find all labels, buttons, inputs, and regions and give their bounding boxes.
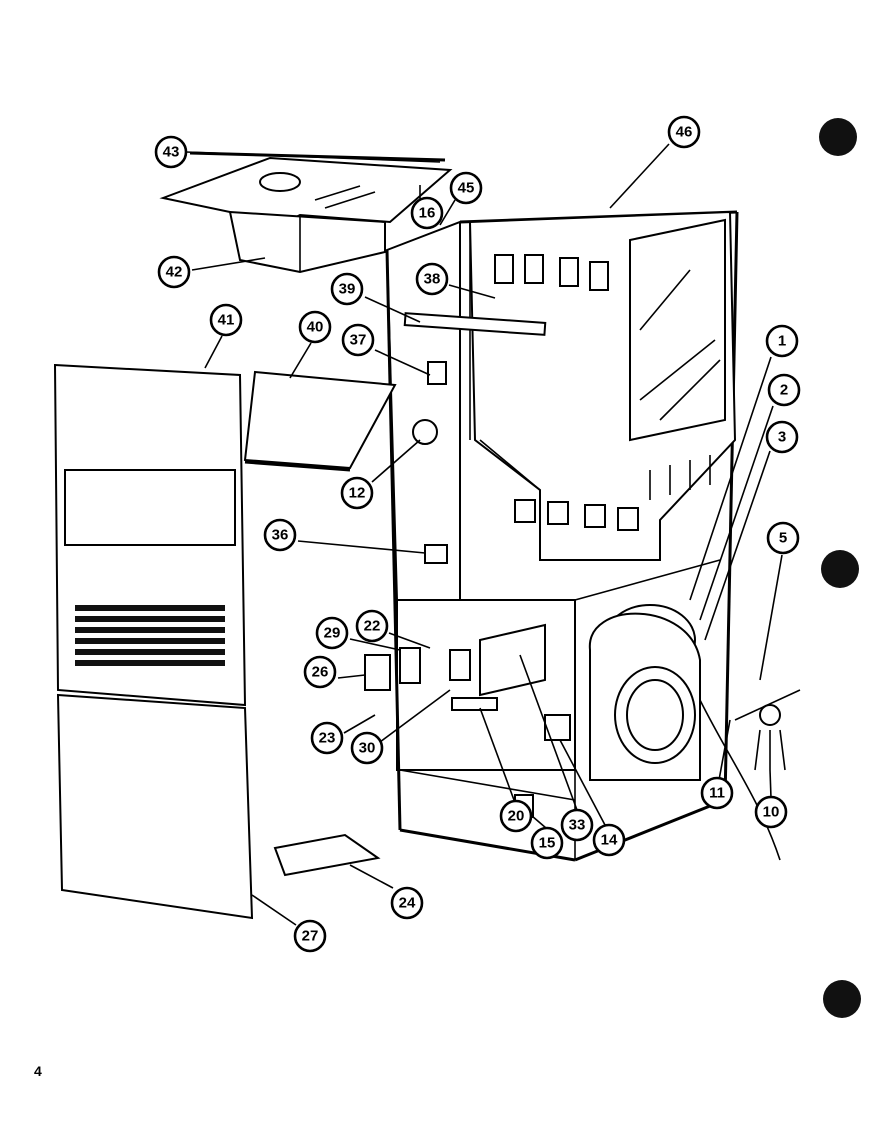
svg-text:24: 24 <box>399 895 416 912</box>
svg-text:26: 26 <box>312 664 329 681</box>
callout-40: 40 <box>298 310 332 344</box>
callout-26: 26 <box>303 655 337 689</box>
callout-45: 45 <box>449 171 483 205</box>
svg-text:16: 16 <box>419 205 436 222</box>
callout-2: 2 <box>767 373 801 407</box>
svg-text:37: 37 <box>350 332 367 349</box>
callout-39: 39 <box>330 272 364 306</box>
callout-14: 14 <box>592 823 626 857</box>
door-louvres <box>75 605 225 666</box>
access-panel-part <box>273 833 381 877</box>
leader-lines <box>185 143 783 926</box>
lower-door-part <box>56 693 254 920</box>
svg-text:27: 27 <box>302 928 319 945</box>
svg-text:40: 40 <box>307 319 324 336</box>
svg-text:11: 11 <box>709 785 725 802</box>
callout-22: 22 <box>355 609 389 643</box>
callout-5: 5 <box>766 521 800 555</box>
binder-hole-bottom <box>823 980 861 1018</box>
callout-23: 23 <box>310 721 344 755</box>
binder-hole-middle <box>821 550 859 588</box>
burner-bracket-part <box>403 312 547 336</box>
binder-hole-top <box>819 118 857 156</box>
callout-12: 12 <box>340 476 374 510</box>
svg-text:22: 22 <box>364 618 381 635</box>
motor-mount-part <box>734 689 801 771</box>
callout-38: 38 <box>415 262 449 296</box>
callout-20: 20 <box>499 799 533 833</box>
callout-10: 10 <box>754 795 788 829</box>
svg-text:23: 23 <box>319 730 336 747</box>
svg-text:41: 41 <box>218 312 235 329</box>
svg-text:39: 39 <box>339 281 356 298</box>
svg-text:14: 14 <box>601 832 618 849</box>
callout-37: 37 <box>341 323 375 357</box>
svg-text:30: 30 <box>359 740 376 757</box>
callout-43: 43 <box>154 135 188 169</box>
svg-text:33: 33 <box>569 817 586 834</box>
svg-text:43: 43 <box>163 144 180 161</box>
callout-3: 3 <box>765 420 799 454</box>
callout-42: 42 <box>157 255 191 289</box>
wire-harness-part <box>699 699 781 861</box>
svg-text:36: 36 <box>272 527 289 544</box>
callout-15: 15 <box>530 826 564 860</box>
svg-text:45: 45 <box>458 180 475 197</box>
callout-1: 1 <box>765 324 799 358</box>
callout-36: 36 <box>263 518 297 552</box>
callout-11: 11 <box>700 776 734 810</box>
callout-30: 30 <box>350 731 384 765</box>
callout-16: 16 <box>410 196 444 230</box>
svg-text:1: 1 <box>778 333 786 350</box>
callout-24: 24 <box>390 886 424 920</box>
svg-text:5: 5 <box>779 530 787 547</box>
svg-text:3: 3 <box>778 429 786 446</box>
svg-text:42: 42 <box>166 264 183 281</box>
callout-29: 29 <box>315 616 349 650</box>
svg-text:15: 15 <box>539 835 556 852</box>
page-number: 4 <box>34 1063 42 1079</box>
upper-door-part <box>53 363 247 707</box>
flue-box-part <box>228 210 386 274</box>
svg-text:20: 20 <box>508 808 525 825</box>
blower-assembly-part <box>588 604 701 781</box>
callout-27: 27 <box>293 919 327 953</box>
heat-exchanger-part <box>468 210 737 561</box>
svg-text:12: 12 <box>349 485 366 502</box>
filter-part <box>243 370 397 472</box>
callout-41: 41 <box>209 303 243 337</box>
svg-text:38: 38 <box>424 271 441 288</box>
svg-text:2: 2 <box>780 382 788 399</box>
svg-text:46: 46 <box>676 124 693 141</box>
svg-text:29: 29 <box>324 625 341 642</box>
svg-text:10: 10 <box>763 804 780 821</box>
callout-33: 33 <box>560 808 594 842</box>
callout-46: 46 <box>667 115 701 149</box>
